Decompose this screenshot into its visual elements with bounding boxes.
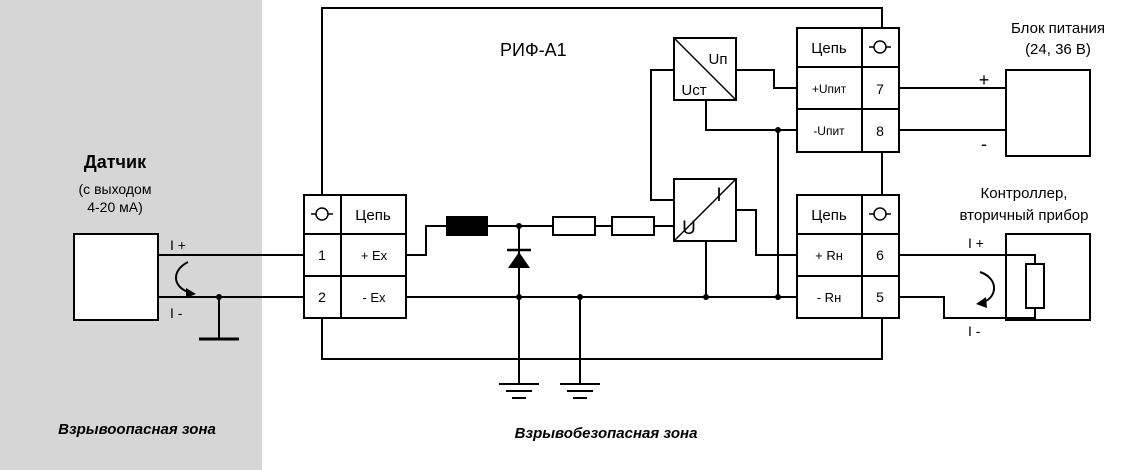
- resistor-2: [611, 216, 655, 236]
- load-resistor: [1025, 263, 1045, 309]
- output-terminal-num-6: 6: [876, 247, 884, 263]
- left-terminal-label-1: + Ex: [361, 248, 388, 263]
- psu-box: [1005, 69, 1091, 157]
- ui-converter-u: U: [682, 218, 696, 239]
- controller-title-1: Контроллер,: [981, 185, 1068, 202]
- dcdc-output-label: Uп: [709, 51, 728, 68]
- power-terminal-header: Цепь: [811, 40, 847, 57]
- sensor-title: Датчик: [84, 152, 147, 172]
- psu-minus: -: [981, 134, 987, 154]
- psu-title-2: (24, 36 В): [1025, 41, 1091, 58]
- fuse-black: [446, 216, 488, 236]
- dcdc-input-label: Uст: [681, 82, 706, 99]
- output-terminal-header: Цепь: [811, 207, 847, 224]
- left-terminal-num-1: 1: [318, 247, 326, 263]
- hazardous-zone-label: Взрывоопасная зона: [58, 421, 216, 438]
- output-terminal-label-6: + Rн: [815, 248, 843, 263]
- left-terminal-label-2: - Ex: [362, 290, 386, 305]
- left-terminal-header: Цепь: [355, 207, 391, 224]
- controller-i-minus: I -: [968, 323, 981, 339]
- power-terminal-num-8: 8: [876, 123, 884, 139]
- controller-box: [1005, 233, 1091, 321]
- sensor-box: [73, 233, 159, 321]
- controller-title-2: вторичный прибор: [960, 207, 1089, 224]
- power-terminal-label-8: -Uпит: [813, 124, 845, 138]
- sensor-arrow-head-icon: [186, 288, 196, 298]
- left-terminal-num-2: 2: [318, 289, 326, 305]
- psu-title-1: Блок питания: [1011, 20, 1105, 37]
- barrier-body: [321, 7, 883, 360]
- sensor-i-minus: I -: [170, 305, 183, 321]
- safe-zone-label: Взрывобезопасная зона: [515, 425, 698, 442]
- psu-plus: +: [979, 70, 990, 90]
- controller-arrow-head-icon: [976, 297, 987, 308]
- power-terminal-label-7: +Uпит: [812, 82, 847, 96]
- barrier-title: РИФ-А1: [500, 40, 567, 60]
- output-terminal-symbol-icon: [873, 207, 887, 221]
- sensor-current-arrow-icon: [175, 261, 189, 293]
- left-terminal-symbol-icon: [315, 207, 329, 221]
- output-terminal-num-5: 5: [876, 289, 884, 305]
- controller-i-plus: I +: [968, 235, 984, 251]
- power-terminal-num-7: 7: [876, 81, 884, 97]
- ui-converter-i: I: [716, 185, 721, 206]
- sensor-subtitle-1: (с выходом: [79, 181, 152, 197]
- sensor-subtitle-2: 4-20 мА): [87, 199, 143, 215]
- resistor-1: [552, 216, 596, 236]
- zener-diode-icon: [508, 252, 530, 268]
- controller-current-arrow-icon: [979, 271, 995, 303]
- power-terminal-symbol-icon: [873, 40, 887, 54]
- sensor-i-plus: I +: [170, 237, 186, 253]
- output-terminal-label-5: - Rн: [817, 290, 842, 305]
